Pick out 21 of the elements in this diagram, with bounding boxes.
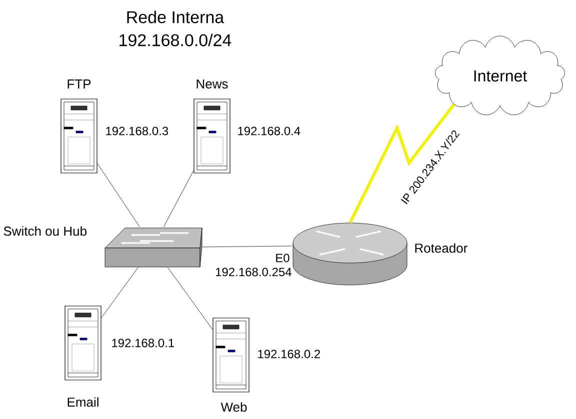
ip-address: 192.168.0.3 [106, 126, 168, 136]
ip-address: 192.168.0.4 [238, 126, 300, 136]
device-name: FTP [68, 80, 91, 88]
subtitle: 192.168.0.0/24 [120, 34, 232, 46]
title: Rede Interna [127, 10, 224, 24]
ip-address: 192.168.0.1 [112, 338, 174, 348]
ip-address: 192.168.0.2 [258, 350, 320, 358]
device-name: News [196, 79, 228, 89]
link-line [101, 267, 138, 318]
lightning-link [348, 103, 456, 224]
link-line [167, 267, 213, 330]
link-line [164, 170, 194, 227]
interface-label: E0 [276, 254, 290, 262]
device-name: Switch ou Hub [4, 226, 86, 236]
device-name: Web [220, 402, 247, 412]
link-line [202, 246, 292, 248]
link-line [97, 163, 140, 227]
device-name: Email [68, 397, 98, 407]
device-name: Roteador [415, 243, 468, 253]
cloud: Internet [435, 36, 565, 116]
ip-address: 192.168.0.254 [216, 268, 292, 276]
